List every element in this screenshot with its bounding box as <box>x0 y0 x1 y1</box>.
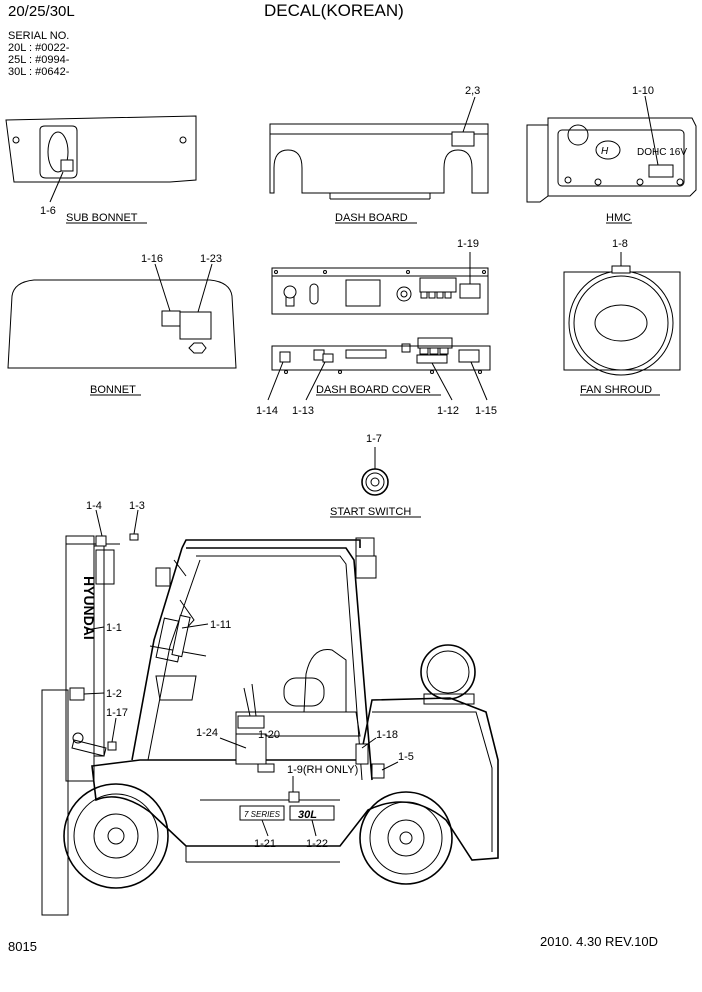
decal-1-2 <box>69 687 85 701</box>
decal-1-15 <box>458 349 480 363</box>
callout-1-14: 1-14 <box>256 405 278 417</box>
decal-1-11 <box>171 614 191 658</box>
view-label-bonnet: BONNET <box>90 384 136 396</box>
decal-1-19 <box>459 283 481 299</box>
callout-1-6: 1-6 <box>40 205 56 217</box>
dash-board-cover-view: 1-14 1-13 1-12 1-15 DASH BOARD COVER <box>256 337 497 417</box>
decal-1-16 <box>161 310 181 327</box>
decal-1-18 <box>355 743 369 765</box>
decal-1-17 <box>107 741 117 751</box>
callout-1-18: 1-18 <box>376 729 398 741</box>
callout-1-2: 1-2 <box>106 688 122 700</box>
decal-1-13 <box>322 353 334 363</box>
callout-1-10: 1-10 <box>632 85 654 97</box>
decal-1-12 <box>416 354 448 364</box>
serial-30l: 30L : #0642- <box>8 66 70 78</box>
decal-1-4 <box>95 535 107 547</box>
view-label-fan-shroud: FAN SHROUD <box>580 384 652 396</box>
callout-1-13: 1-13 <box>292 405 314 417</box>
mast-brand-decal: HYUNDAI <box>81 576 97 640</box>
decal-1-14 <box>279 351 291 363</box>
callout-2-3: 2,3 <box>465 85 480 97</box>
callout-1-21: 1-21 <box>254 838 276 850</box>
model-decal-text: 30L <box>298 809 317 821</box>
forklift-side-view: HYUNDAI <box>41 500 499 916</box>
decal-1-9 <box>288 791 300 803</box>
callout-1-20: 1-20 <box>258 729 280 741</box>
callout-1-7: 1-7 <box>366 433 382 445</box>
dash-board-view: 2,3 DASH BOARD <box>269 85 489 224</box>
serial-25l: 25L : #0994- <box>8 54 70 66</box>
callout-1-12: 1-12 <box>437 405 459 417</box>
callout-1-22: 1-22 <box>306 838 328 850</box>
callout-1-24: 1-24 <box>196 727 218 739</box>
callout-1-5: 1-5 <box>398 751 414 763</box>
callout-1-4: 1-4 <box>86 500 102 512</box>
callout-1-15: 1-15 <box>475 405 497 417</box>
series-decal-text: 7 SERIES <box>244 810 281 819</box>
callout-1-8: 1-8 <box>612 238 628 250</box>
decal-1-10 <box>648 164 674 178</box>
decal-1-5 <box>371 763 385 779</box>
view-label-start-switch: START SWITCH <box>330 506 411 518</box>
serial-20l: 20L : #0022- <box>8 42 70 54</box>
view-label-hmc: HMC <box>606 212 631 224</box>
callout-1-3: 1-3 <box>129 500 145 512</box>
view-label-dash-board: DASH BOARD <box>335 212 408 224</box>
model-label: 20/25/30L <box>8 3 75 20</box>
bonnet-view: 1-16 1-23 BONNET <box>7 253 237 396</box>
decal-1-24 <box>235 733 267 765</box>
callout-1-16: 1-16 <box>141 253 163 265</box>
dash-panel-view: 1-19 <box>271 238 489 315</box>
sub-bonnet-view: 1-6 SUB BONNET <box>5 115 197 224</box>
callout-1-11: 1-11 <box>210 619 231 631</box>
page-title: DECAL(KOREAN) <box>264 1 404 20</box>
engine-plate-text: DOHC 16V <box>637 147 687 158</box>
decal-1-20 <box>257 763 275 773</box>
callout-1-23: 1-23 <box>200 253 222 265</box>
fan-shroud-view: 1-8 FAN SHROUD <box>563 238 681 396</box>
callout-1-1: 1-1 <box>106 622 122 634</box>
decal-2-3 <box>451 131 475 147</box>
decal-1-8 <box>611 265 631 274</box>
decal-1-6 <box>60 159 74 172</box>
date-revision: 2010. 4.30 REV.10D <box>540 934 658 949</box>
view-label-sub-bonnet: SUB BONNET <box>66 212 138 224</box>
start-switch-view: 1-7 START SWITCH <box>330 433 421 518</box>
page-number: 8015 <box>8 939 37 954</box>
decal-1-3 <box>129 533 139 541</box>
decal-1-23 <box>179 311 212 340</box>
hmc-engine-view: H DOHC 16V 1-10 HMC <box>526 85 697 224</box>
callout-1-17: 1-17 <box>106 707 128 719</box>
callout-1-9: 1-9(RH ONLY) <box>287 764 358 776</box>
serial-title: SERIAL NO. <box>8 30 69 42</box>
callout-1-19: 1-19 <box>457 238 479 250</box>
svg-text:H: H <box>601 146 609 157</box>
view-label-dash-board-cover: DASH BOARD COVER <box>316 384 431 396</box>
